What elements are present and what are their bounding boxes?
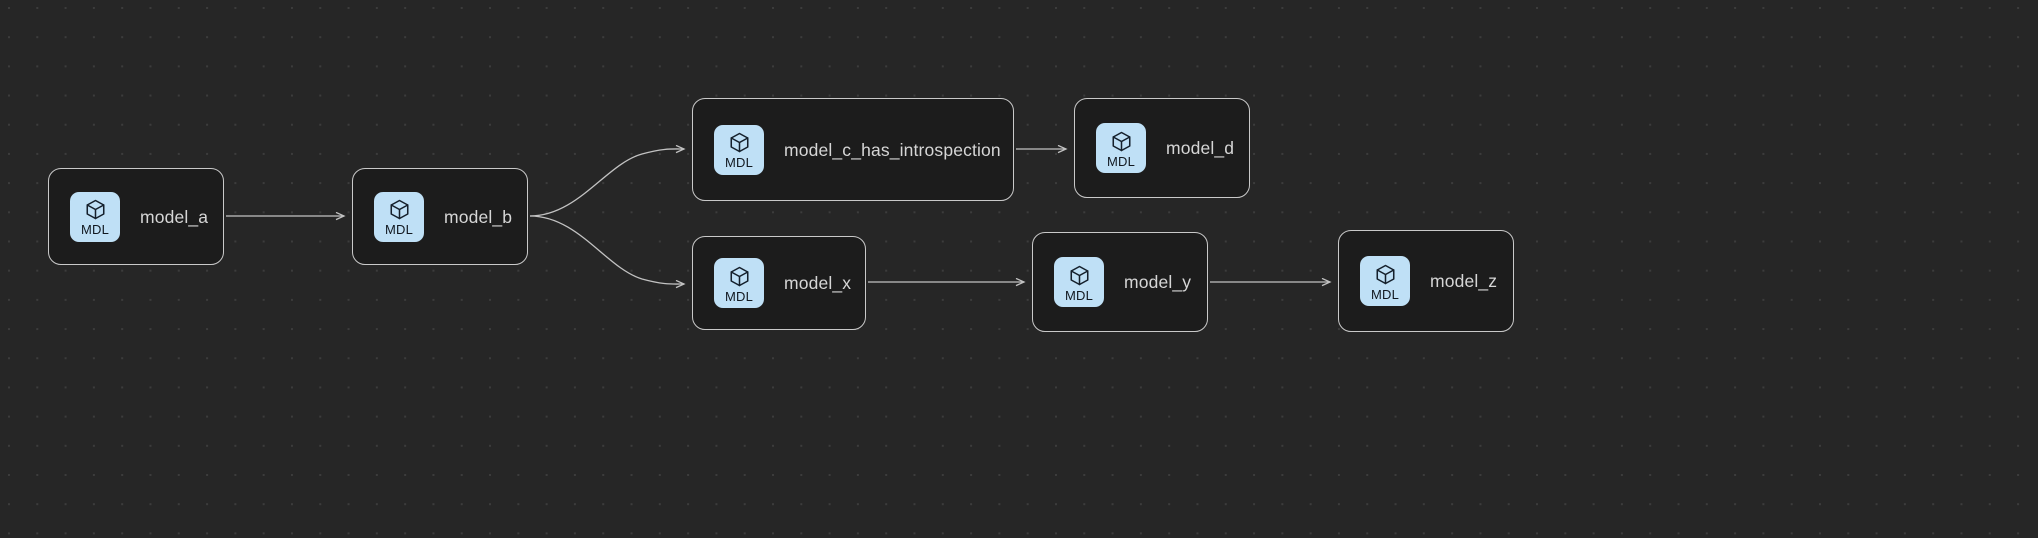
badge-label: MDL: [1370, 286, 1400, 302]
cube-icon: [1068, 263, 1091, 287]
graph-node-model_b[interactable]: MDL model_b: [352, 168, 528, 265]
model-badge: MDL: [1360, 256, 1410, 306]
node-label: model_y: [1124, 272, 1192, 292]
cube-icon: [1374, 262, 1397, 286]
cube-icon: [388, 197, 411, 221]
cube-icon: [728, 264, 751, 288]
model-badge: MDL: [70, 191, 120, 242]
cube-icon: [728, 130, 751, 154]
badge-label: MDL: [1106, 153, 1136, 169]
graph-node-model_a[interactable]: MDL model_a: [48, 168, 224, 265]
node-label: model_z: [1430, 271, 1498, 291]
graph-node-model_d[interactable]: MDL model_d: [1074, 98, 1250, 198]
badge-label: MDL: [80, 222, 110, 237]
edge-model_b-to-model_x: [529, 215, 684, 284]
graph-node-model_x[interactable]: MDL model_x: [692, 236, 866, 330]
graph-node-model_y[interactable]: MDL model_y: [1032, 232, 1208, 332]
node-label: model_d: [1166, 138, 1235, 158]
model-badge: MDL: [1054, 257, 1104, 307]
badge-label: MDL: [724, 155, 754, 170]
badge-label: MDL: [384, 222, 414, 237]
node-label: model_c_has_introspection: [784, 139, 1001, 160]
node-label: model_a: [140, 206, 209, 227]
badge-label: MDL: [1064, 287, 1094, 303]
model-badge: MDL: [714, 258, 764, 308]
model-badge: MDL: [374, 191, 424, 242]
cube-icon: [1110, 129, 1133, 153]
node-label: model_x: [784, 273, 852, 293]
badge-label: MDL: [724, 288, 754, 304]
cube-icon: [84, 197, 107, 221]
edge-model_b-to-model_c: [529, 149, 684, 217]
model-badge: MDL: [1096, 123, 1146, 173]
graph-node-model_z[interactable]: MDL model_z: [1338, 230, 1514, 332]
graph-node-model_c[interactable]: MDL model_c_has_introspection: [692, 98, 1014, 201]
node-label: model_b: [444, 206, 513, 227]
model-badge: MDL: [714, 124, 764, 175]
